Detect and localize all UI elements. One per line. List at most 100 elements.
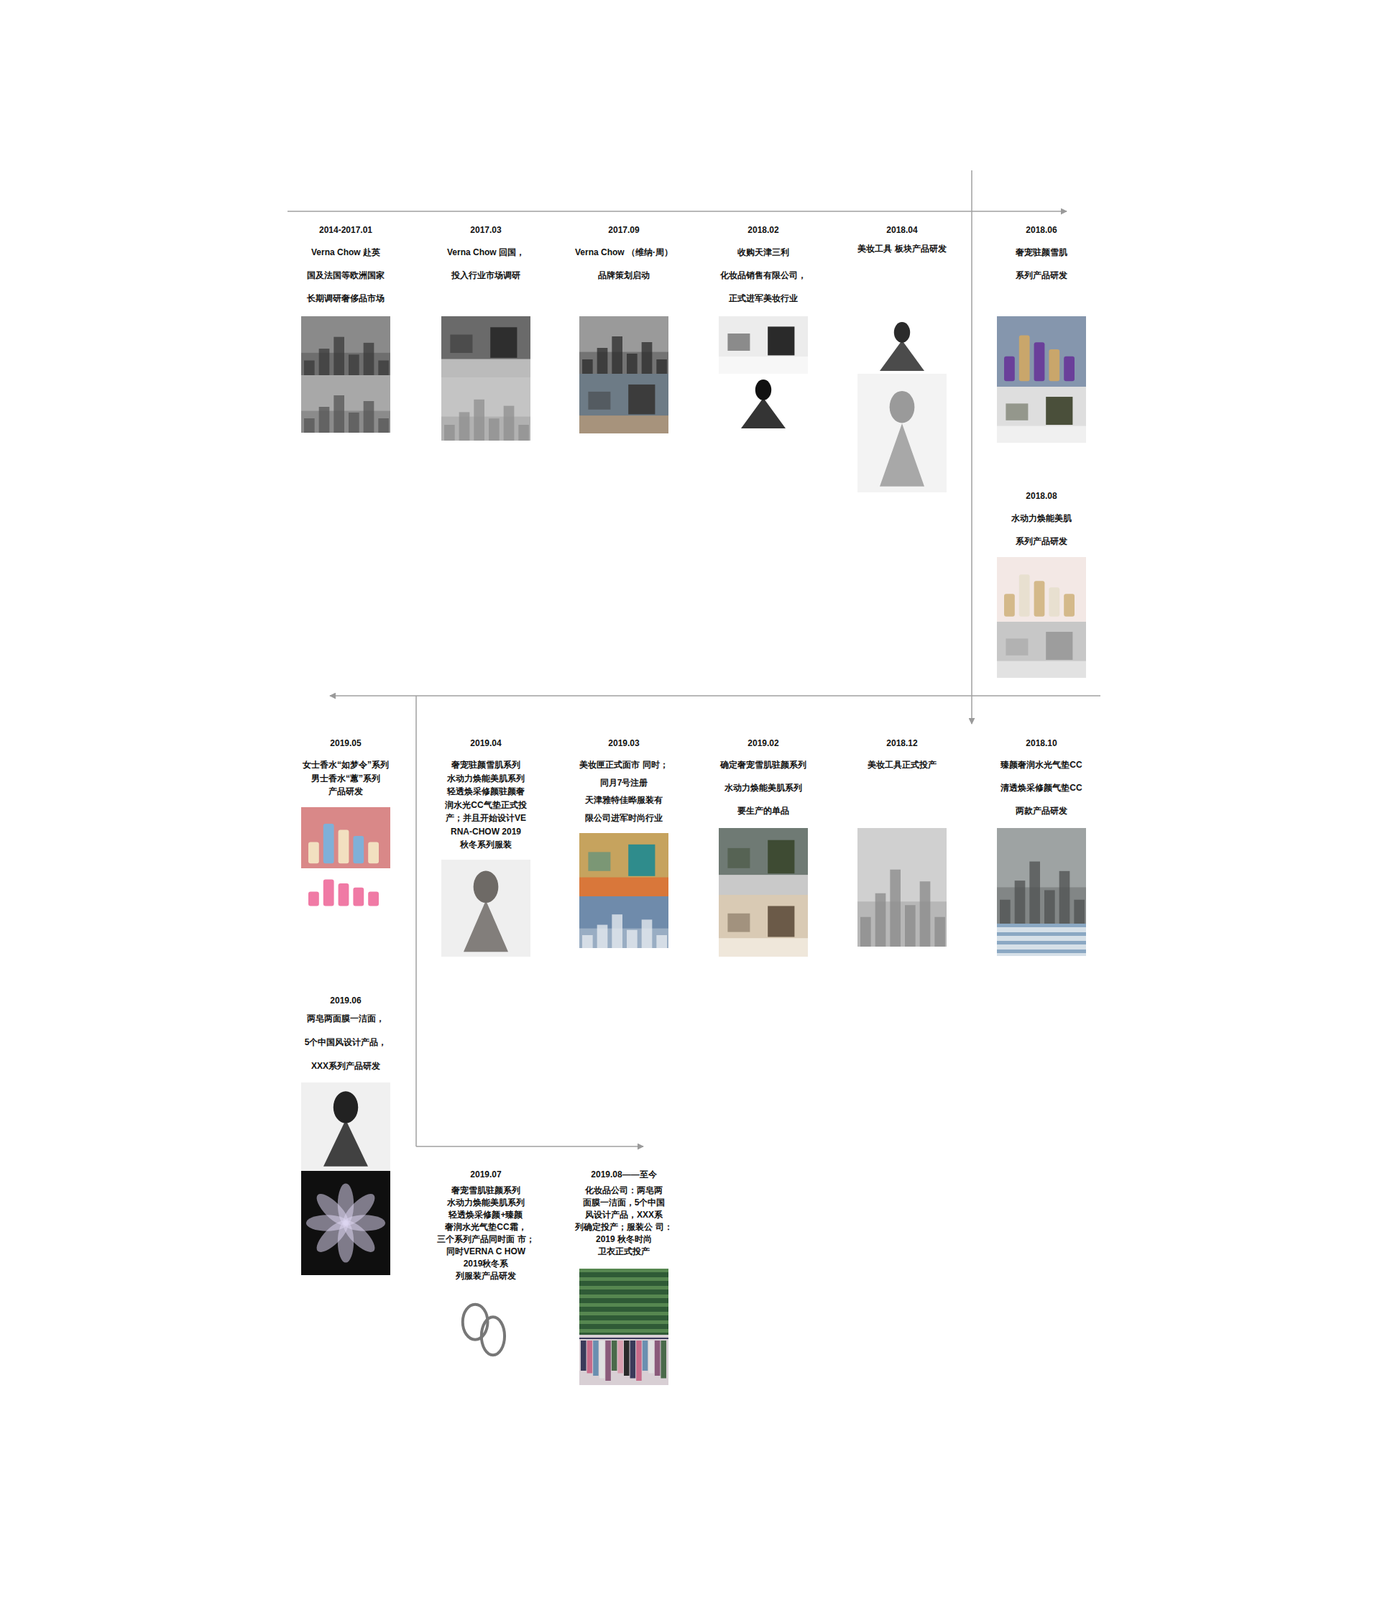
photo-ground — [996, 923, 1087, 956]
photo-ground — [718, 373, 808, 432]
photo-figure — [894, 322, 910, 343]
timeline-axis — [287, 210, 1067, 213]
bottle-shape — [1048, 587, 1060, 617]
photo-shape — [727, 333, 750, 351]
date-label: 2019.04 — [437, 737, 535, 749]
photo-stack — [579, 316, 669, 434]
photo-shape — [611, 914, 623, 949]
photo — [441, 377, 531, 441]
garment-shape — [611, 1340, 618, 1371]
photo-floor — [718, 937, 808, 957]
bottle-shape — [368, 841, 379, 864]
date-label: 2018.02 — [714, 224, 813, 236]
timeline-entry: 2019.02确定奢宠雪肌驻颜系列 水动力焕能美肌系列 要生产的单品 — [714, 737, 813, 823]
photo-shape — [348, 412, 360, 433]
photo-ground-band — [579, 352, 669, 374]
garment-shape — [660, 1340, 667, 1379]
photo-group — [301, 316, 1087, 1386]
photo-figure — [323, 1119, 368, 1167]
earring-shape — [481, 1316, 505, 1355]
photo-ground — [718, 894, 808, 957]
photo — [718, 373, 808, 432]
bottle-shape — [1034, 342, 1046, 381]
photo-ground — [441, 1293, 531, 1365]
photo-shape — [1044, 889, 1056, 924]
timeline-entry: 2019.08——至今化妆品公司：两皂两 面膜一洁面，5个中国 风设计产品，XX… — [575, 1168, 673, 1258]
garment-shape — [642, 1340, 649, 1371]
photo-shape — [904, 904, 916, 947]
photo-figure — [889, 391, 915, 424]
photo-figure — [741, 398, 786, 429]
fabric-stripe — [996, 949, 1087, 954]
photo — [996, 828, 1087, 924]
photo-stack — [857, 316, 947, 493]
photo — [718, 894, 808, 957]
milestone-text: Verna Chow 赴英 国及法国等欧洲国家 长期调研奢侈品市场 — [296, 240, 395, 310]
fabric-stripe — [579, 1320, 669, 1324]
photo-stack — [301, 316, 391, 433]
date-label: 2019.02 — [714, 737, 813, 749]
bottle-shape — [1063, 356, 1075, 381]
photo-shape — [378, 360, 389, 376]
bottle-shape — [323, 823, 335, 864]
photo-ground-band — [301, 411, 391, 433]
photo-figure — [879, 340, 925, 371]
fabric-stripe — [996, 932, 1087, 936]
photo-ground — [996, 557, 1087, 622]
photo-ground — [579, 373, 669, 434]
photo-shape — [518, 424, 529, 441]
photo-shape — [582, 935, 593, 949]
date-label: 2018.04 — [853, 224, 951, 236]
milestone-text: 水动力焕能美肌 系列产品研发 — [992, 506, 1091, 553]
photo-ground — [301, 807, 391, 869]
photo — [857, 373, 947, 493]
photo-ground — [301, 375, 391, 433]
photo-shape — [1005, 403, 1028, 420]
bottle-shape — [338, 829, 350, 864]
photo-figure — [473, 870, 499, 903]
photo-ground — [579, 896, 669, 949]
photo-floor — [579, 877, 669, 897]
photo-stack — [718, 316, 808, 432]
photo-shape — [319, 406, 330, 433]
photo-stack — [579, 833, 669, 949]
photo-stack — [579, 1268, 669, 1386]
photo-ground — [441, 377, 531, 441]
photo-shape — [934, 917, 946, 947]
photo-shape — [875, 893, 887, 947]
date-label: 2018.12 — [853, 737, 951, 749]
photo-shape — [767, 905, 795, 937]
garment-shape — [605, 1340, 611, 1381]
photo-shape — [304, 418, 315, 433]
fabric-stripe — [996, 940, 1087, 945]
photo-ground — [718, 316, 808, 374]
milestone-text: Verna Chow 回国， 投入行业市场调研 — [437, 240, 535, 287]
milestone-text: Verna Chow （维纳·周） 品牌策划启动 — [575, 240, 673, 287]
photo — [996, 621, 1087, 678]
date-label: 2018.08 — [992, 490, 1091, 502]
garment-shape — [617, 1340, 624, 1374]
photo-shape — [587, 391, 611, 410]
photo-shape — [628, 384, 655, 415]
photo-shape — [490, 327, 517, 358]
timeline-entry: 2017.03Verna Chow 回国， 投入行业市场调研 — [437, 224, 535, 287]
photo — [579, 1268, 669, 1335]
photo — [996, 557, 1087, 622]
garment-shape — [592, 1340, 599, 1376]
fabric-stripe — [579, 1328, 669, 1333]
photo-stack — [301, 807, 391, 910]
photo-ground — [301, 316, 391, 376]
milestone-text: 收购天津三利 化妆品销售有限公司， 正式进军美妆行业 — [714, 240, 813, 310]
timeline-axis — [415, 695, 417, 1147]
photo-floor — [996, 661, 1087, 678]
photo — [441, 316, 531, 378]
timeline-entry: 2019.04奢宠驻颜雪肌系列 水动力焕能美肌系列 轻透焕采修颜驻颜奢 润水光C… — [437, 737, 535, 852]
photo-shape — [597, 925, 609, 949]
photo-figure — [879, 423, 925, 486]
photo-shape — [889, 869, 901, 947]
photo — [579, 1334, 669, 1386]
photo-shape — [767, 326, 795, 356]
milestone-text: 美妆工具 板块产品研发 — [853, 240, 951, 258]
photo-shape — [656, 359, 667, 374]
